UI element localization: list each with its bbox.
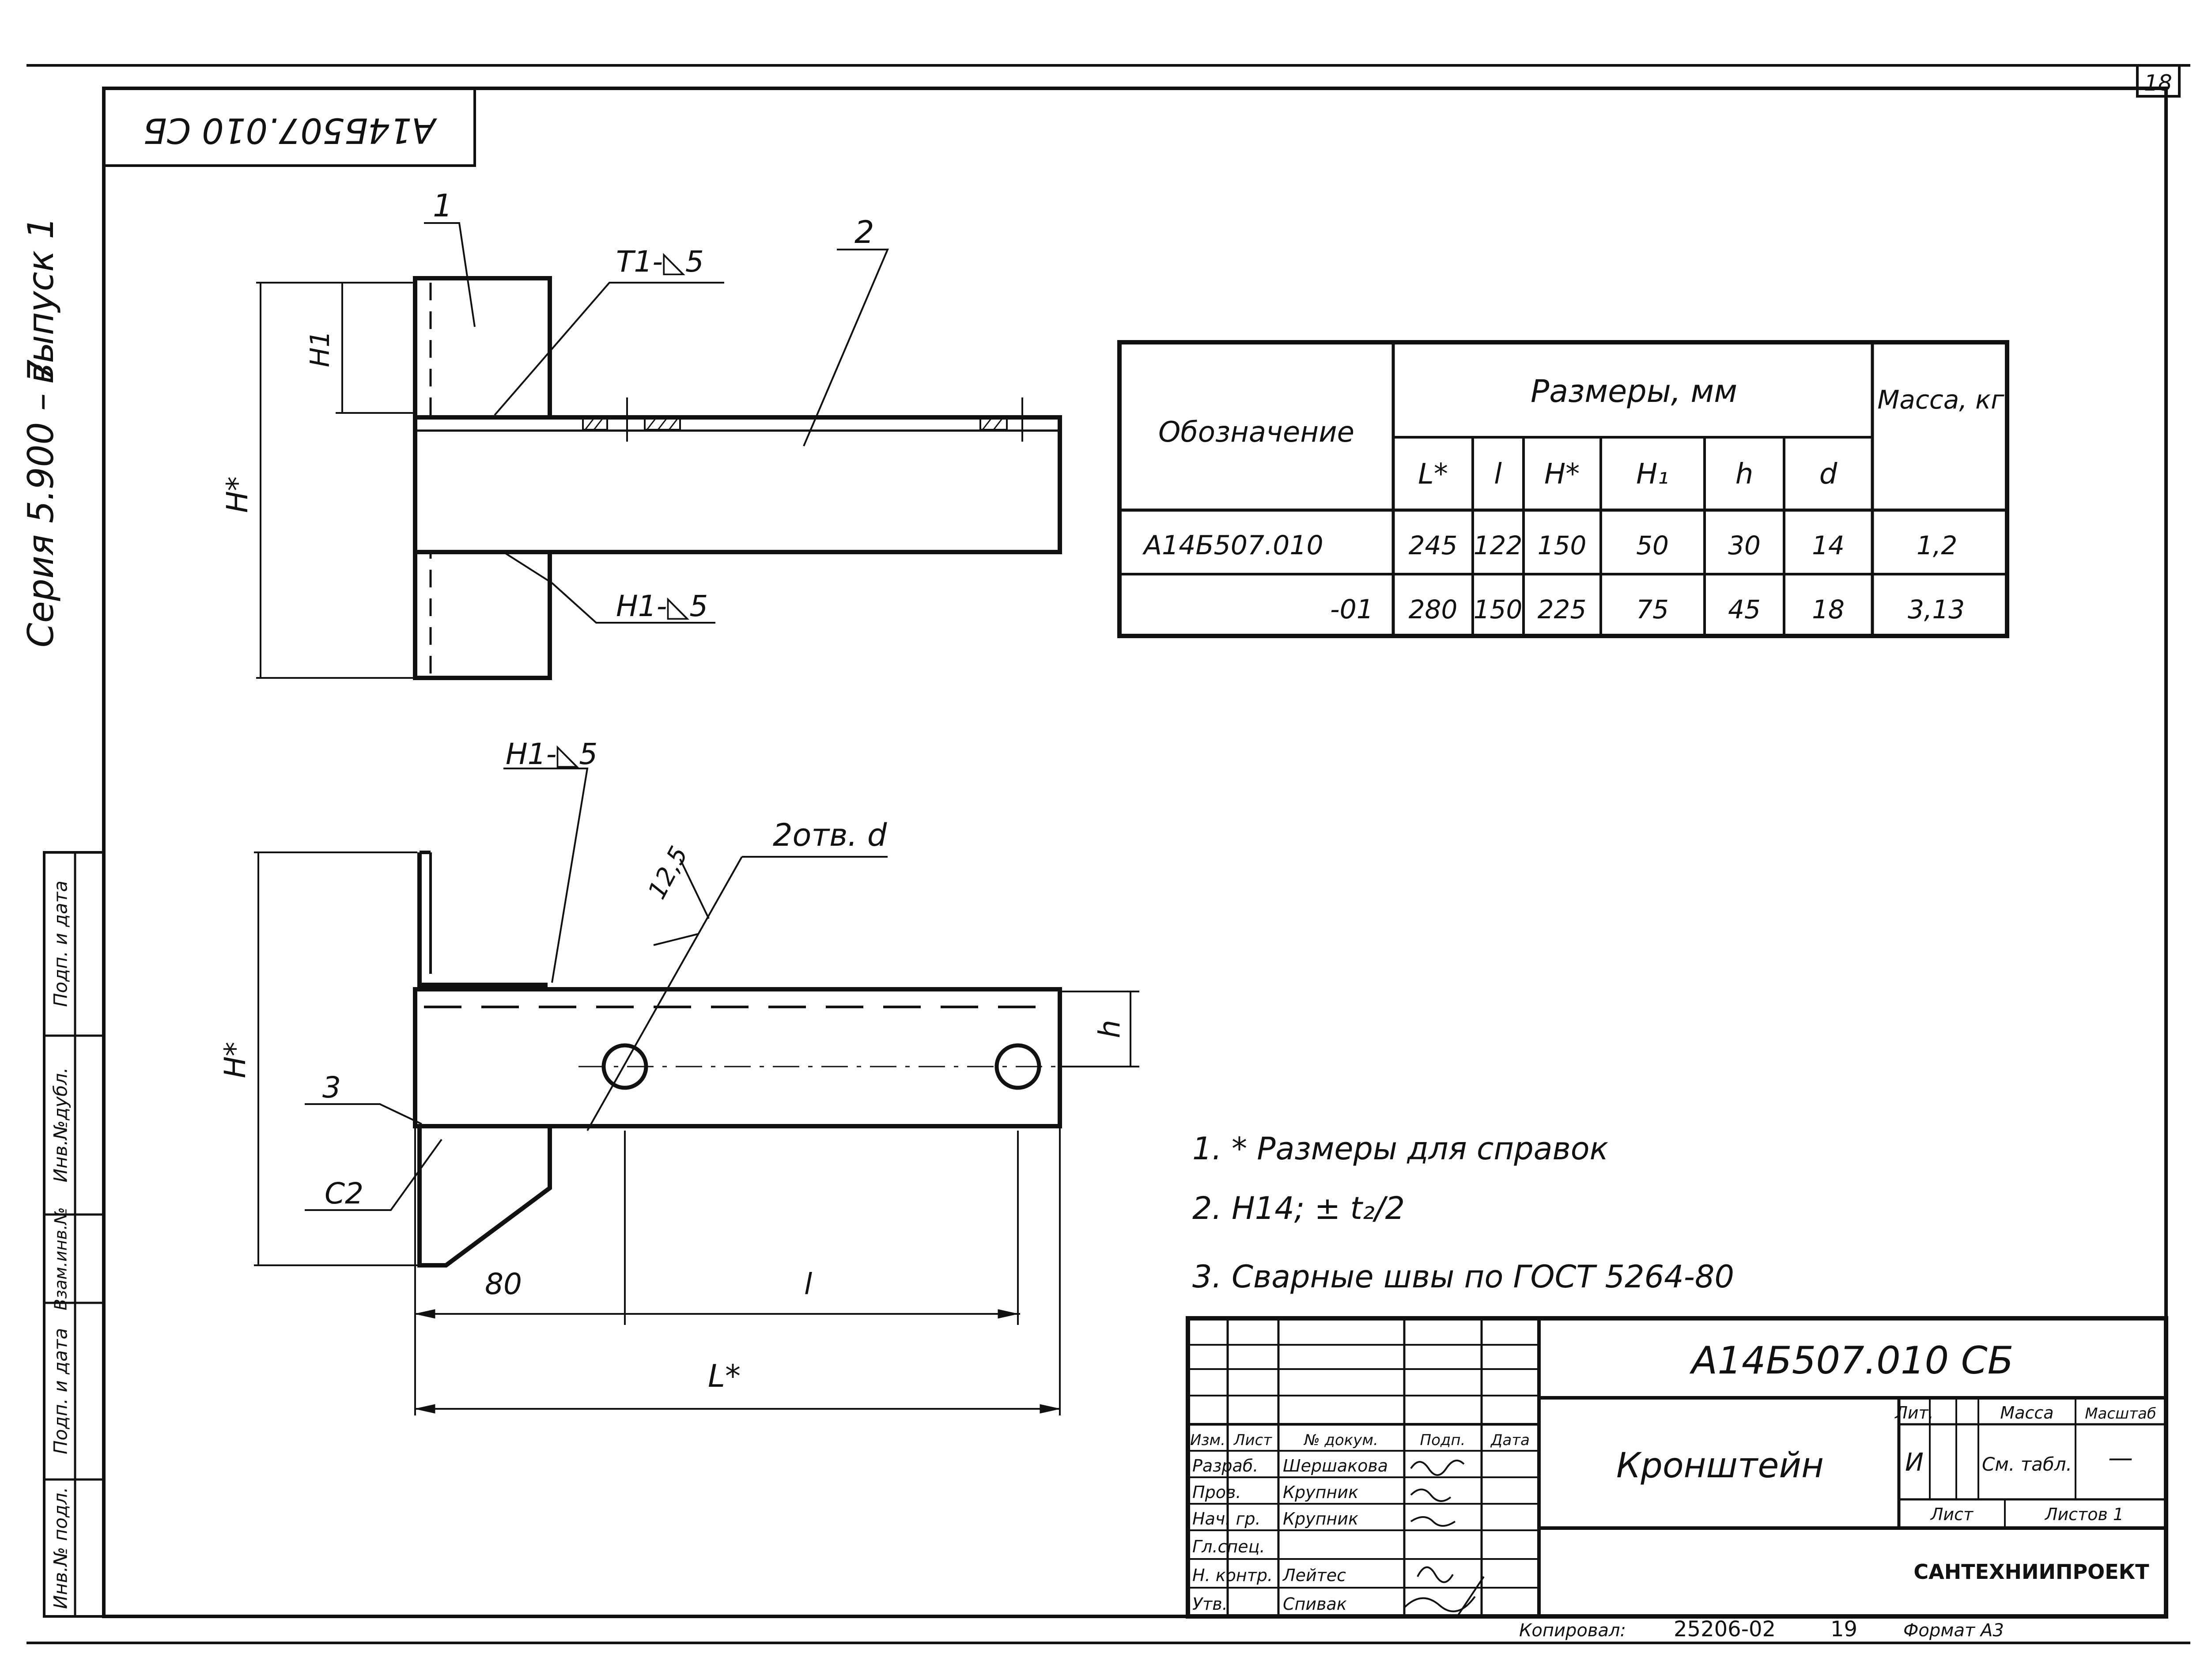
bottom-dim-h: h	[1093, 1020, 1127, 1038]
series-label: Серия 5.900 – 7	[20, 359, 61, 647]
table-row1-l: 122	[1474, 530, 1523, 560]
table-row1-lstar: 245	[1409, 530, 1458, 560]
svg-text:Взам.инв.№: Взам.инв.№	[51, 1207, 71, 1310]
table-row1-hstar: 150	[1538, 530, 1587, 560]
tb-lit-value: И	[1905, 1448, 1924, 1477]
svg-text:Подп. и дата: Подп. и дата	[50, 881, 72, 1007]
table-row1-mass: 1,2	[1917, 530, 1957, 560]
table-sub-h1: Н₁	[1636, 458, 1669, 491]
tb-name-3: Крупник	[1283, 1509, 1358, 1529]
tb-sheet-label: Лист	[1930, 1505, 1974, 1524]
table-sub-d: d	[1819, 458, 1837, 491]
table-row2-d: 18	[1812, 594, 1845, 624]
table-col-mass: Масса, кг	[1877, 385, 2004, 415]
page-number-box	[2136, 64, 2181, 98]
tb-name-5: Лейтес	[1282, 1566, 1346, 1585]
tb-name-2: Крупник	[1283, 1483, 1358, 1502]
bottom-dim-hstar: Н*	[218, 1042, 252, 1078]
table-row2-hstar: 225	[1538, 594, 1587, 624]
table-col-designation: Обозначение	[1158, 416, 1354, 449]
tb-scale-value: —	[2108, 1444, 2133, 1472]
left-strip: Подп. и дата Инв.№дубл. Взам.инв.№ Подп.…	[43, 851, 105, 1618]
tb-col-doc: № докум.	[1303, 1431, 1378, 1449]
table-row2-mass: 3,13	[1908, 594, 1965, 624]
note-3: 3. Сварные швы по ГОСТ 5264-80	[1192, 1259, 1734, 1295]
note-1: 1. * Размеры для справок	[1192, 1131, 1608, 1167]
stamp-code: А14Б507.010 СБ	[143, 110, 437, 150]
tb-org: САНТЕХНИИПРОЕКТ	[1913, 1560, 2149, 1584]
table-sub-lstar: L*	[1418, 458, 1448, 491]
tb-role-2: Пров.	[1192, 1483, 1241, 1502]
tb-role-6: Утв.	[1192, 1594, 1228, 1614]
page-number: 18	[2144, 70, 2172, 96]
tb-col-list: Лист	[1233, 1431, 1272, 1449]
footer-copied: Копировал:	[1519, 1620, 1626, 1641]
svg-text:Инв.№дубл.: Инв.№дубл.	[50, 1067, 72, 1183]
bottom-dim-lstar: L*	[708, 1358, 741, 1394]
top-dim-h1: Н1	[305, 330, 336, 367]
title-block	[1186, 1316, 2168, 1619]
table-col-sizes: Размеры, мм	[1531, 373, 1737, 409]
note-2: 2. Н14; ± t₂/2	[1192, 1190, 1405, 1226]
footer-number: 25206-02	[1674, 1617, 1776, 1642]
tb-col-date: Дата	[1490, 1431, 1530, 1449]
svg-text:Подп. и дата: Подп. и дата	[50, 1328, 72, 1454]
table-sub-h: h	[1735, 458, 1754, 491]
title-name: Кронштейн	[1616, 1446, 1824, 1486]
table-row1-designation: А14Б507.010	[1142, 530, 1323, 561]
tb-role-1: Разраб.	[1192, 1456, 1258, 1476]
top-pos2: 2	[854, 214, 874, 250]
bottom-dim-80: 80	[485, 1267, 522, 1301]
tb-scale-label: Масштаб	[2085, 1405, 2156, 1423]
tb-role-3: Нач. гр.	[1192, 1509, 1261, 1529]
table-row2-l: 150	[1474, 594, 1523, 624]
table-row1-d: 14	[1812, 530, 1845, 560]
tb-col-sign: Подп.	[1420, 1431, 1466, 1449]
tb-lit-label: Лит.	[1894, 1403, 1934, 1423]
table-row1-h1: 50	[1636, 530, 1669, 560]
signatures	[1403, 1460, 1485, 1617]
table-row2-h: 45	[1728, 594, 1761, 624]
table-row2-h1: 75	[1636, 594, 1669, 624]
bottom-weld: Н1-◺5	[506, 737, 597, 771]
tb-role-4: Гл.спец.	[1192, 1537, 1265, 1556]
sizes-table	[1117, 340, 2009, 638]
bottom-dim-l: l	[804, 1267, 813, 1301]
table-row2-designation: -01	[1330, 594, 1373, 625]
top-dim-hstar: Н*	[220, 477, 254, 513]
tb-name-1: Шершакова	[1283, 1456, 1388, 1476]
table-sub-l: l	[1494, 458, 1502, 491]
top-weld-top: Т1-◺5	[616, 245, 704, 279]
tb-mass-label: Масса	[2000, 1403, 2053, 1423]
stamp-box	[102, 87, 476, 167]
footer-format: Формат А3	[1903, 1620, 2004, 1641]
footer-page: 19	[1830, 1617, 1857, 1642]
top-pos1: 1	[433, 188, 453, 224]
tb-name-6: Спивак	[1283, 1594, 1347, 1614]
top-view	[256, 222, 1062, 680]
title-code: А14Б507.010 СБ	[1689, 1339, 2013, 1383]
table-sub-hstar: Н*	[1544, 458, 1580, 491]
svg-text:Инв.№ подл.: Инв.№ подл.	[50, 1487, 72, 1609]
table-row2-lstar: 280	[1409, 594, 1458, 624]
bottom-pos3: 3	[322, 1071, 341, 1105]
tb-sheets-label: Листов 1	[2044, 1505, 2124, 1524]
top-weld-bottom: Н1-◺5	[616, 589, 708, 623]
tb-mass-value: См. табл.	[1982, 1453, 2072, 1475]
tb-role-5: Н. контр.	[1192, 1566, 1273, 1585]
issue-label: выпуск 1	[20, 217, 61, 384]
tb-col-izm: Изм.	[1190, 1431, 1225, 1449]
bottom-view	[254, 768, 1139, 1415]
table-row1-h: 30	[1728, 530, 1761, 560]
bottom-chamfer: С2	[325, 1177, 363, 1211]
bottom-holes: 2отв. d	[773, 817, 887, 853]
